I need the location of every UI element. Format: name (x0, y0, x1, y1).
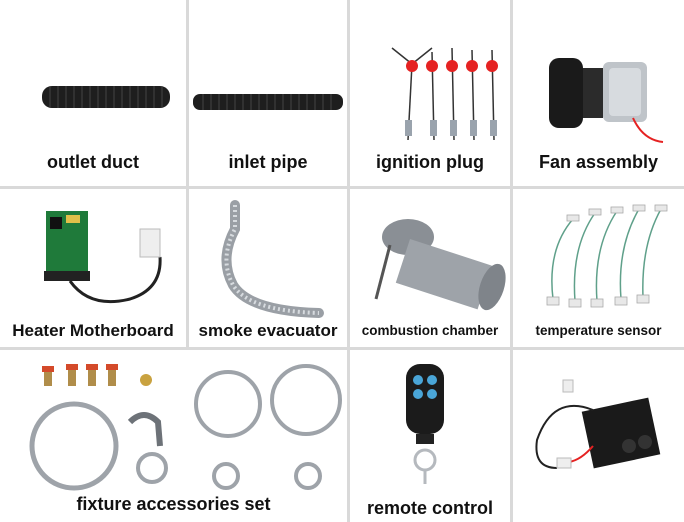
label-combustion-chamber: combustion chamber (361, 323, 499, 338)
wiring-module-image (535, 379, 661, 469)
temperature-sensor-image (546, 204, 668, 308)
label-ignition-plug: ignition plug (376, 152, 484, 172)
label-temperature-sensor: temperature sensor (535, 323, 662, 338)
cell-fixture-accessories: fixture accessories set (0, 350, 347, 522)
cell-fan-assembly: Fan assembly (513, 0, 684, 186)
smoke-evacuator-image (221, 200, 324, 318)
remote-control-image (406, 364, 444, 484)
cell-combustion-chamber: combustion chamber (350, 189, 510, 347)
outlet-duct-image (42, 86, 170, 108)
fixture-accessories-image (29, 364, 342, 491)
label-fixture-accessories: fixture accessories set (76, 494, 271, 514)
label-fan-assembly: Fan assembly (538, 152, 659, 172)
label-heater-motherboard: Heater Motherboard (12, 321, 174, 340)
heater-motherboard-image (44, 211, 162, 304)
cell-heater-wiring (513, 350, 684, 522)
fan-assembly-image (549, 58, 664, 143)
label-outlet-duct: outlet duct (47, 152, 139, 172)
cell-inlet-pipe: inlet pipe (189, 0, 347, 186)
label-inlet-pipe: inlet pipe (228, 152, 308, 172)
cell-outlet-duct: outlet duct (0, 0, 186, 186)
ignition-plug-image (391, 47, 498, 141)
label-remote-control: remote control (366, 498, 494, 518)
cell-ignition-plug: ignition plug (350, 0, 510, 186)
combustion-chamber-image (374, 219, 506, 311)
cell-temperature-sensor: temperature sensor (513, 189, 684, 347)
inlet-pipe-image (193, 94, 343, 110)
label-smoke-evacuator: smoke evacuator (198, 321, 338, 340)
cell-smoke-evacuator: smoke evacuator (189, 189, 347, 347)
cell-remote-control: remote control (350, 350, 510, 522)
cell-heater-motherboard: Heater Motherboard (0, 189, 186, 347)
